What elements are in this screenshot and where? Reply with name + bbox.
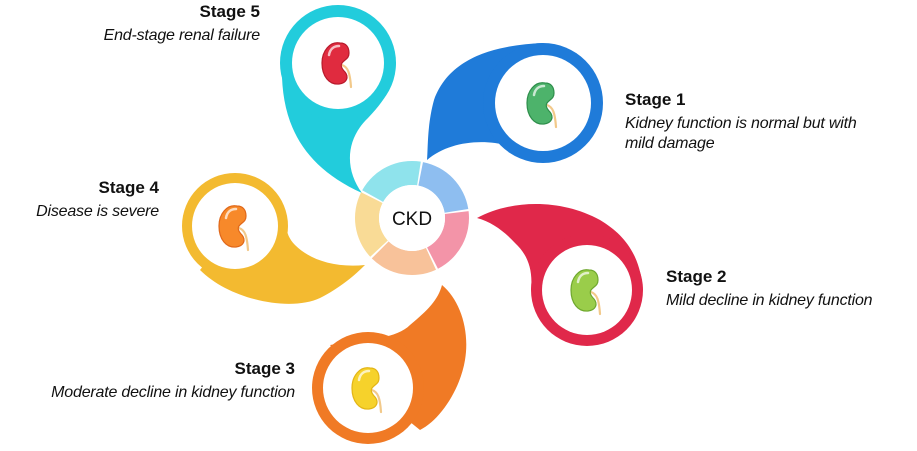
stage-5-description: End-stage renal failure	[103, 27, 261, 45]
ckd-center-label: CKD	[392, 209, 432, 230]
kidney-highlight	[327, 44, 341, 57]
stage-2-title: Stage 2	[666, 267, 727, 286]
ckd-ring	[355, 161, 469, 275]
kidney-icon	[351, 367, 383, 414]
ckd-ring-segment	[418, 162, 469, 213]
kidney-icon	[321, 42, 353, 89]
kidney-icon	[218, 205, 250, 252]
stage-4-petal	[182, 173, 365, 304]
kidney-icon	[526, 82, 558, 129]
stage-2-label: Stage 2 Mild decline in kidney function	[666, 266, 873, 311]
ureter	[370, 388, 383, 414]
stage-2-petal	[477, 204, 643, 346]
ureter	[237, 226, 250, 252]
stage-1-description: Kidney function is normal but with mild …	[625, 115, 857, 153]
stage-1-petal	[427, 43, 603, 163]
kidney-highlight	[224, 207, 238, 220]
stage-3-petal	[312, 285, 467, 444]
kidney-highlight	[532, 84, 546, 97]
ureter	[589, 290, 602, 316]
kidney-highlight	[357, 369, 371, 382]
stage-5-label: Stage 5 End-stage renal failure	[103, 1, 261, 46]
stage-1-label: Stage 1 Kidney function is normal but wi…	[625, 89, 875, 154]
stage-4-title: Stage 4	[98, 178, 159, 197]
stage-3-label: Stage 3 Moderate decline in kidney funct…	[51, 358, 295, 403]
stage-4-description: Disease is severe	[36, 203, 159, 221]
kidney-icon	[570, 269, 602, 316]
stage-4-label: Stage 4 Disease is severe	[36, 177, 159, 222]
ckd-ring-segment	[427, 211, 469, 269]
stage-3-title: Stage 3	[234, 359, 295, 378]
ckd-ring-segment	[362, 161, 421, 202]
stage-3-description: Moderate decline in kidney function	[51, 384, 295, 402]
ureter	[340, 63, 353, 89]
stage-2-description: Mild decline in kidney function	[666, 292, 873, 310]
ckd-ring-center	[379, 185, 445, 251]
ckd-ring-segment	[355, 192, 388, 257]
kidney-highlight	[576, 271, 590, 284]
stage-5-petal	[280, 5, 396, 193]
stage-1-title: Stage 1	[625, 90, 686, 109]
stage-5-title: Stage 5	[199, 2, 260, 21]
ureter	[545, 103, 558, 129]
ckd-ring-segment	[371, 241, 436, 275]
